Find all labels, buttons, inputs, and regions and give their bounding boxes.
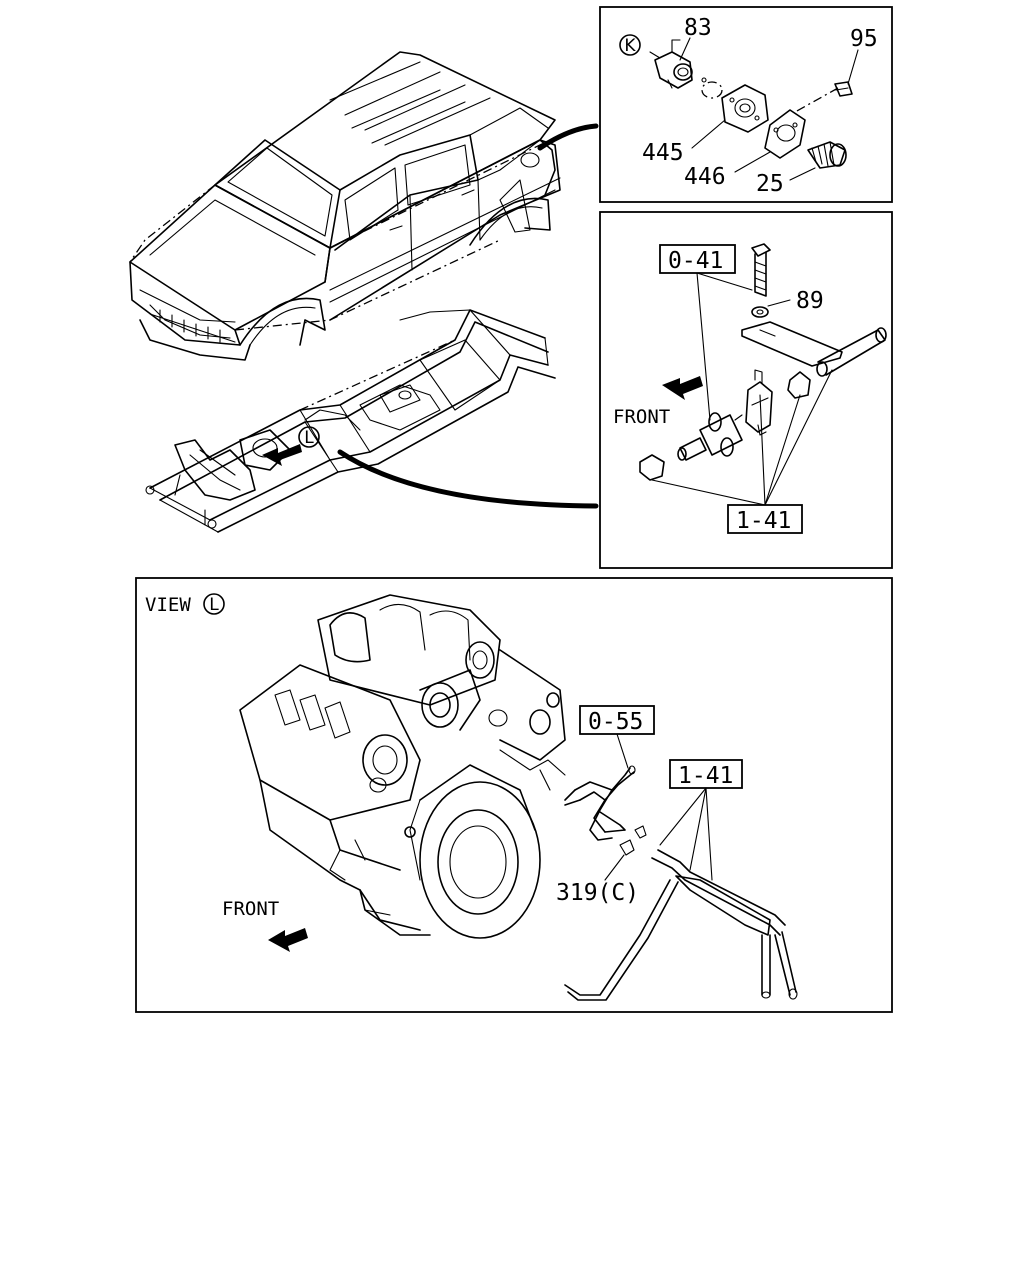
- label-89: 89: [796, 288, 824, 314]
- label-445: 445: [642, 140, 684, 166]
- label-83: 83: [684, 15, 712, 41]
- fuel-pipe-right: [816, 327, 887, 377]
- view-l-frame: [135, 577, 893, 1013]
- view-l: VIEW L: [145, 593, 798, 1001]
- bolt-axis: [794, 87, 839, 113]
- leader-319: [604, 854, 625, 881]
- detail-k: K: [619, 15, 878, 197]
- chassis-frame-illustration: [145, 309, 556, 533]
- clips-319c: [619, 825, 647, 856]
- part-95-bolt: [834, 81, 853, 97]
- chassis-callout-l: L: [298, 426, 320, 448]
- view-title: VIEW: [145, 594, 191, 616]
- callout-k-text: K: [624, 36, 636, 56]
- o-ring-dashed: [701, 81, 723, 99]
- front-arrow-icon: [662, 376, 703, 400]
- leader-1-41-view: [659, 787, 713, 881]
- front-label-detail: FRONT: [613, 406, 670, 428]
- callout-k-circle: [619, 34, 641, 56]
- bolt-with-washer-89: [751, 243, 771, 318]
- part-83-connector: [649, 39, 693, 89]
- leader-0-55: [616, 733, 629, 769]
- label-25: 25: [756, 171, 784, 197]
- ref-0-55-text: 0-55: [588, 709, 643, 735]
- front-label-view: FRONT: [222, 898, 279, 920]
- callout-l-text: L: [304, 428, 314, 448]
- front-arrow-view-icon: [268, 928, 308, 952]
- engine-illustration: [239, 594, 566, 939]
- mounting-bracket: [741, 321, 843, 367]
- ref-0-41-text: 0-41: [668, 248, 723, 274]
- label-319c: 319(C): [556, 880, 639, 906]
- part-445-plate: [721, 84, 769, 133]
- label-446: 446: [684, 164, 726, 190]
- detail-front-frame: [599, 211, 893, 569]
- fuel-filter-body: [677, 412, 743, 461]
- detail-k-frame: [599, 6, 893, 203]
- part-446-gasket: [764, 109, 806, 159]
- hose-fitting-right: [787, 371, 811, 399]
- view-callout-circle: [203, 593, 225, 615]
- part-25-screw: [807, 141, 847, 169]
- ref-1-41-view-text: 1-41: [678, 763, 733, 789]
- detail-front: 0-41 1-41 89: [613, 243, 887, 534]
- label-95: 95: [850, 26, 878, 52]
- pipe-bracket-0-55: [564, 765, 636, 841]
- leader-to-detail-front: [337, 449, 599, 509]
- vehicle-body-illustration: [129, 51, 561, 361]
- leader-to-detail-k: [537, 123, 599, 151]
- fuel-lines-1-41: [564, 849, 798, 1001]
- view-callout-text: L: [209, 595, 219, 615]
- filter-clamp: [745, 369, 773, 436]
- ref-1-41-text: 1-41: [736, 508, 791, 534]
- hose-fitting-left: [639, 454, 665, 481]
